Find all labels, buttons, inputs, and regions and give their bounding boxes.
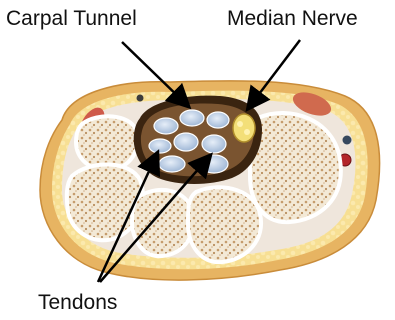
tendon [202,135,226,153]
bone-hamate [250,113,341,222]
tendons-label: Tendons [38,292,117,313]
vein [343,136,352,145]
median-nerve-label: Median Nerve [227,8,358,29]
bone-trapezium [76,116,138,170]
tendon [174,133,198,151]
bone-capitate-left [132,190,194,256]
tendon [159,156,185,172]
tendon [207,112,229,128]
median-nerve-fascicle [244,129,250,135]
vessel-small [137,95,144,102]
tendon [180,110,204,126]
median-nerve-fascicle [237,121,243,127]
bone-capitate [188,187,261,262]
tendon [154,118,178,134]
tendon [149,139,171,153]
carpal-tunnel-label: Carpal Tunnel [6,8,137,29]
median-nerve [233,114,255,142]
